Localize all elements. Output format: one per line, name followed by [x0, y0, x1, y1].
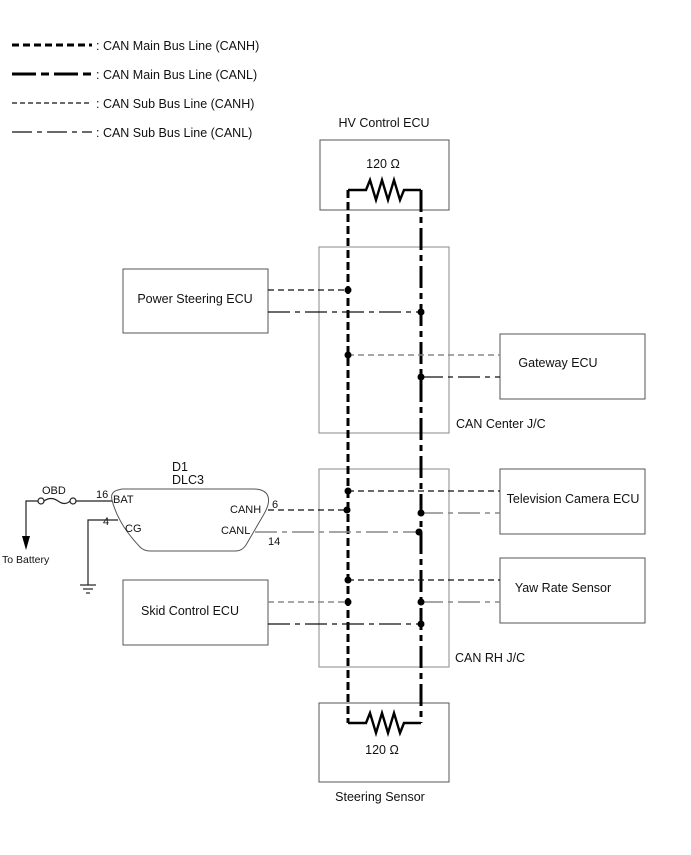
junction-dot [417, 308, 425, 316]
to-battery-wire [25, 500, 38, 540]
gateway-ecu-label: Gateway ECU [518, 356, 597, 370]
ground-circuit [80, 519, 118, 594]
dlc3-connector: D1 DLC3 BAT CG CANH CANL 16 4 6 14 [96, 460, 280, 552]
television-camera-ecu: Television Camera ECU [499, 468, 646, 535]
cg-ground-wire [87, 519, 118, 585]
dlc3-code: D1 [172, 460, 188, 474]
junction-dot [417, 509, 425, 517]
legend-label-main-canh: : CAN Main Bus Line (CANH) [96, 39, 259, 53]
dlc3-pin-bat: BAT [113, 494, 134, 506]
hv-resistor-value: 120 Ω [366, 157, 400, 171]
dlc3-pin-cg: CG [125, 523, 142, 535]
junction-dot [417, 620, 425, 628]
can-center-jc: CAN Center J/C [318, 246, 546, 434]
dlc3-pin-canh: CANH [230, 504, 261, 516]
junction-dot [344, 576, 352, 584]
skid-control-ecu-box [122, 579, 269, 646]
dlc3-pin-num-canl: 14 [268, 536, 280, 548]
junction-dot [417, 373, 425, 381]
dlc3-label: DLC3 [172, 473, 204, 487]
can-rh-jc-box [318, 468, 450, 668]
hv-control-ecu: HV Control ECU 120 Ω [319, 116, 450, 211]
dlc3-pin-canl: CANL [221, 525, 250, 537]
legend-label-sub-canh: : CAN Sub Bus Line (CANH) [96, 97, 254, 111]
steering-sensor-box [318, 702, 450, 783]
gateway-ecu-box [499, 333, 646, 400]
television-camera-ecu-label: Television Camera ECU [507, 492, 640, 506]
junction-dot [344, 598, 352, 606]
power-steering-ecu: Power Steering ECU [122, 268, 269, 334]
junction-dot [344, 487, 352, 495]
steering-termination-resistor-icon [348, 708, 421, 738]
yaw-rate-sensor: Yaw Rate Sensor [499, 557, 646, 624]
legend: : CAN Main Bus Line (CANH) : CAN Main Bu… [12, 39, 259, 140]
dlc3-pin-num-bat: 16 [96, 489, 108, 501]
to-battery-label: To Battery [2, 554, 50, 566]
fuse-label: OBD [42, 485, 66, 497]
television-camera-ecu-box [499, 468, 646, 535]
can-rh-jc-label: CAN RH J/C [455, 651, 525, 665]
power-steering-ecu-box [122, 268, 269, 334]
fuse-icon [43, 497, 71, 505]
yaw-rate-sensor-box [499, 557, 646, 624]
steering-sensor: 120 Ω Steering Sensor [318, 702, 450, 804]
battery-circuit: OBD To Battery [2, 485, 112, 566]
can-center-jc-label: CAN Center J/C [456, 417, 546, 431]
hv-termination-resistor-icon [348, 175, 421, 205]
can-rh-jc: CAN RH J/C [318, 468, 525, 668]
hv-control-ecu-label: HV Control ECU [339, 116, 430, 130]
junction-dot [415, 528, 423, 536]
yaw-rate-sensor-label: Yaw Rate Sensor [515, 581, 611, 595]
dlc3-pin-num-cg: 4 [103, 516, 109, 528]
steering-resistor-value: 120 Ω [365, 743, 399, 757]
junction-dot [417, 598, 425, 606]
steering-sensor-label: Steering Sensor [335, 790, 425, 804]
can-center-jc-box [318, 246, 450, 434]
fuse-terminal [37, 497, 45, 505]
skid-control-ecu: Skid Control ECU [122, 579, 269, 646]
legend-label-sub-canl: : CAN Sub Bus Line (CANL) [96, 126, 252, 140]
junction-dot [344, 286, 352, 294]
hv-control-ecu-box [319, 139, 450, 211]
dlc3-pin-num-canh: 6 [272, 499, 278, 511]
junction-dot [343, 506, 351, 514]
power-steering-ecu-label: Power Steering ECU [137, 292, 252, 306]
arrow-down-icon [22, 536, 30, 550]
fuse-terminal [69, 497, 77, 505]
legend-label-main-canl: : CAN Main Bus Line (CANL) [96, 68, 257, 82]
gateway-ecu: Gateway ECU [499, 333, 646, 400]
skid-control-ecu-label: Skid Control ECU [141, 604, 239, 618]
junction-dot [344, 351, 352, 359]
dlc3-connector-outline [111, 488, 270, 552]
